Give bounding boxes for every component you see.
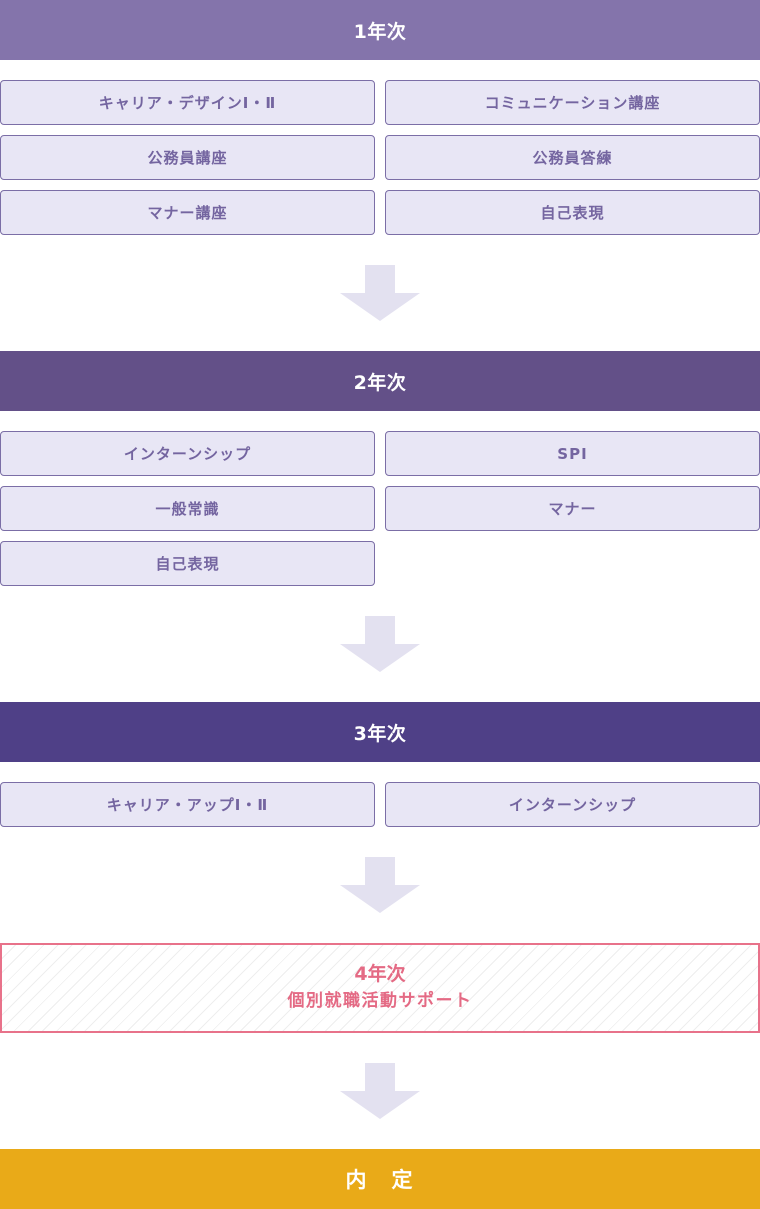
course-item: 一般常識 xyxy=(0,486,375,531)
stage-1-title: 1年次 xyxy=(353,20,407,43)
stage-2-title: 2年次 xyxy=(353,371,407,394)
stage-1-header: 1年次 xyxy=(0,0,760,60)
stage-2-header: 2年次 xyxy=(0,351,760,411)
course-item: インターンシップ xyxy=(0,431,375,476)
course-item: キャリア・デザインⅠ・Ⅱ xyxy=(0,80,375,125)
stage-4-title: 4年次 xyxy=(354,963,406,985)
stage-3-header: 3年次 xyxy=(0,702,760,762)
course-item: 自己表現 xyxy=(0,541,375,586)
stage-2-courses: インターンシップ SPI 一般常識 マナー 自己表現 xyxy=(0,431,760,586)
stage-4-subtitle: 個別就職活動サポート xyxy=(287,991,473,1011)
course-item: キャリア・アップⅠ・Ⅱ xyxy=(0,782,375,827)
stage-1-courses: キャリア・デザインⅠ・Ⅱ コミュニケーション講座 公務員講座 公務員答練 マナー… xyxy=(0,80,760,235)
course-item: SPI xyxy=(385,431,760,476)
course-item: 公務員答練 xyxy=(385,135,760,180)
course-item: 公務員講座 xyxy=(0,135,375,180)
down-arrow-icon xyxy=(340,265,420,321)
job-offer-banner: 内 定 xyxy=(0,1149,760,1209)
course-item: 自己表現 xyxy=(385,190,760,235)
course-item: マナー講座 xyxy=(0,190,375,235)
course-item: コミュニケーション講座 xyxy=(385,80,760,125)
down-arrow-icon xyxy=(340,616,420,672)
down-arrow-icon xyxy=(340,1063,420,1119)
stage-3-courses: キャリア・アップⅠ・Ⅱ インターンシップ xyxy=(0,782,760,827)
stage-4-box: 4年次 個別就職活動サポート xyxy=(0,943,760,1033)
course-item: マナー xyxy=(385,486,760,531)
stage-3-title: 3年次 xyxy=(353,722,407,745)
course-item: インターンシップ xyxy=(385,782,760,827)
job-offer-label: 内 定 xyxy=(345,1168,415,1192)
down-arrow-icon xyxy=(340,857,420,913)
